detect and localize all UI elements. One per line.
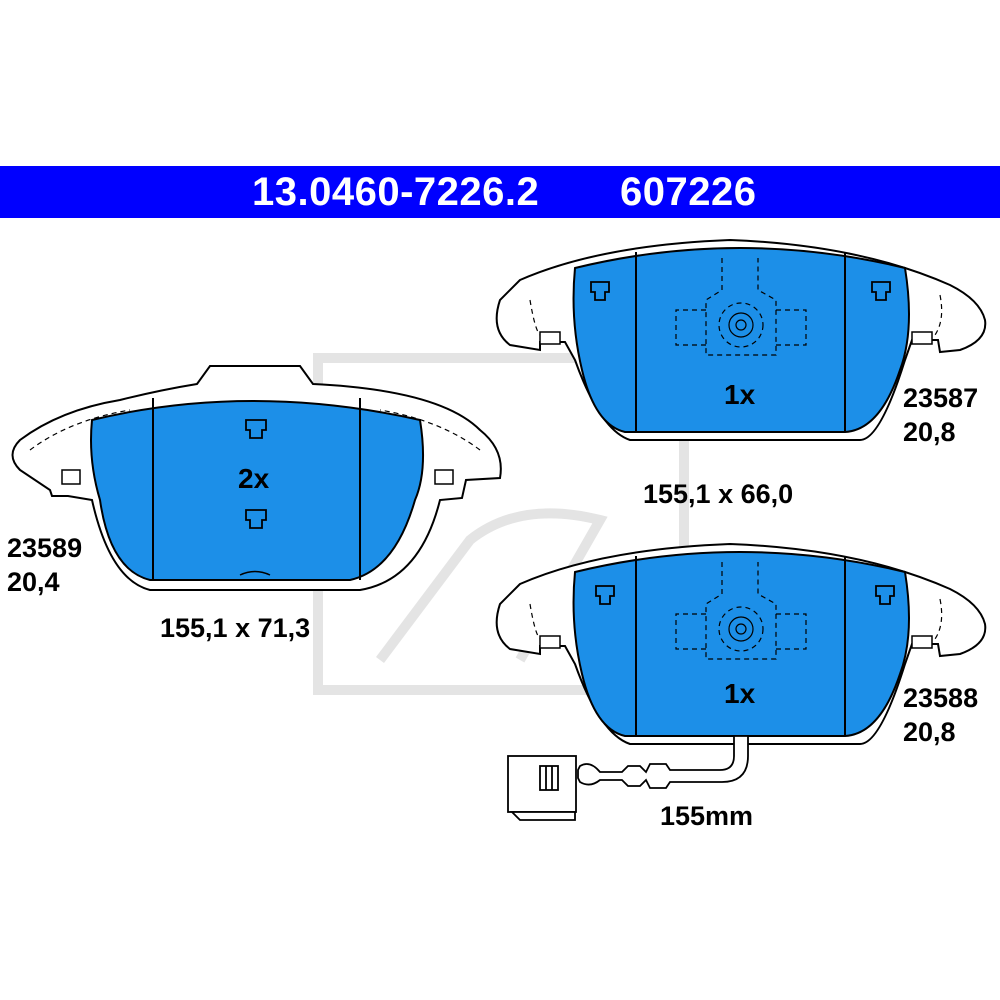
pad-top-right-quantity: 1x — [724, 379, 756, 410]
friction-lining — [90, 400, 425, 581]
friction-lining — [572, 551, 910, 737]
pad-bottom-right-thickness: 20,8 — [903, 717, 956, 747]
pad-left-code: 23589 — [7, 533, 83, 563]
pad-bottom-right — [495, 542, 987, 821]
pad-top-right-dimensions: 155,1 x 66,0 — [643, 479, 794, 509]
clip-icon — [590, 281, 891, 301]
wear-sensor-length: 155mm — [660, 801, 754, 831]
pad-left-thickness: 20,4 — [7, 567, 60, 597]
pad-bottom-right-code: 23588 — [903, 683, 979, 713]
pad-left — [11, 365, 502, 591]
wear-sensor — [507, 735, 749, 821]
pad-top-right-thickness: 20,8 — [903, 417, 956, 447]
pad-bottom-right-quantity: 1x — [724, 678, 756, 709]
header-banner: 13.0460-7226.2 607226 — [0, 166, 1000, 218]
clip-icon — [245, 419, 267, 529]
reference-number: 607226 — [620, 170, 757, 214]
pad-left-dimensions: 155,1 x 71,3 — [160, 613, 311, 643]
part-number: 13.0460-7226.2 — [252, 170, 540, 214]
friction-lining — [572, 247, 910, 433]
pad-top-right-code: 23587 — [903, 383, 979, 413]
pad-left-quantity: 2x — [238, 463, 270, 494]
clip-icon — [595, 585, 895, 605]
pad-top-right — [495, 238, 987, 441]
